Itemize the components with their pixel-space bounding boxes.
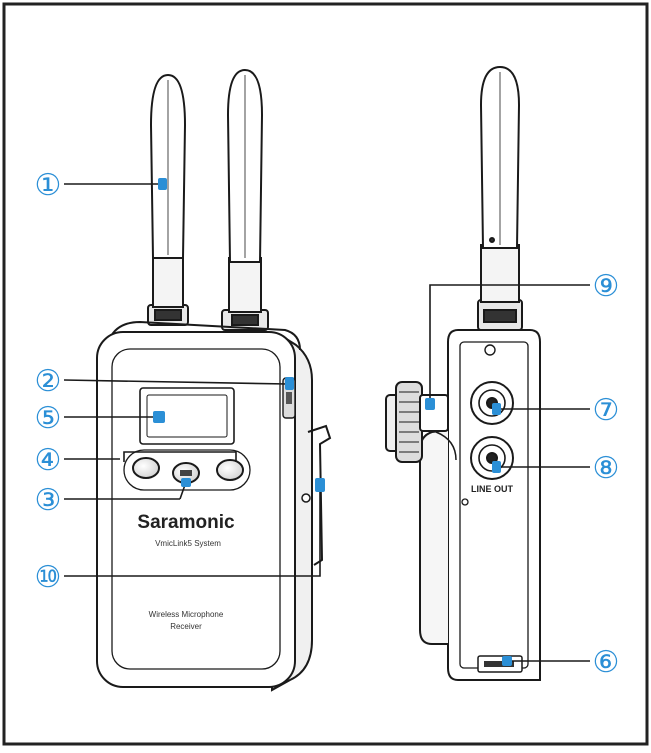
marker-8 [492,461,501,473]
product-label-line1: Wireless Microphone [149,610,224,619]
belt-clip-side [419,429,449,645]
button-left [132,457,160,479]
side-knob [385,381,449,463]
line-out-label: LINE OUT [471,484,514,494]
callout-10: ⑩ [35,561,62,594]
line-out-jack [470,436,514,480]
callout-numbers: ① ② ③ ④ ⑤ ⑥ ⑦ ⑧ ⑨ ⑩ [35,169,620,679]
marker-2 [285,377,294,390]
leader-9 [429,284,590,404]
callout-3: ③ [35,484,62,517]
leader-lines [63,183,590,662]
brand-logo: Saramonic [137,512,235,533]
callout-5: ⑤ [35,402,62,435]
callout-9: ⑨ [593,270,620,303]
callout-7: ⑦ [593,394,620,427]
front-view [96,68,332,692]
callout-6: ⑥ [593,646,620,679]
front-antenna-left [147,73,189,326]
leader-4b [123,451,237,462]
marker-1 [158,178,167,190]
control-buttons [123,449,251,491]
marker-9 [425,398,435,410]
callout-8: ⑧ [593,452,620,485]
callout-4: ④ [35,444,62,477]
button-right [216,459,244,481]
model-label: VmicLink5 System [155,539,221,548]
marker-10 [315,478,325,492]
callout-1: ① [35,169,62,202]
leader-10 [64,480,321,577]
leader-end-markers [153,178,512,666]
marker-5 [153,411,165,423]
callout-2: ② [35,365,62,398]
marker-7 [492,403,501,415]
marker-3 [181,478,191,487]
front-antenna-right [221,68,269,331]
side-antenna [477,65,523,331]
side-view [385,65,541,681]
product-label-line2: Receiver [170,622,202,631]
marker-6 [502,656,512,666]
side-jack-upper [470,381,514,425]
leader-2 [63,379,289,385]
